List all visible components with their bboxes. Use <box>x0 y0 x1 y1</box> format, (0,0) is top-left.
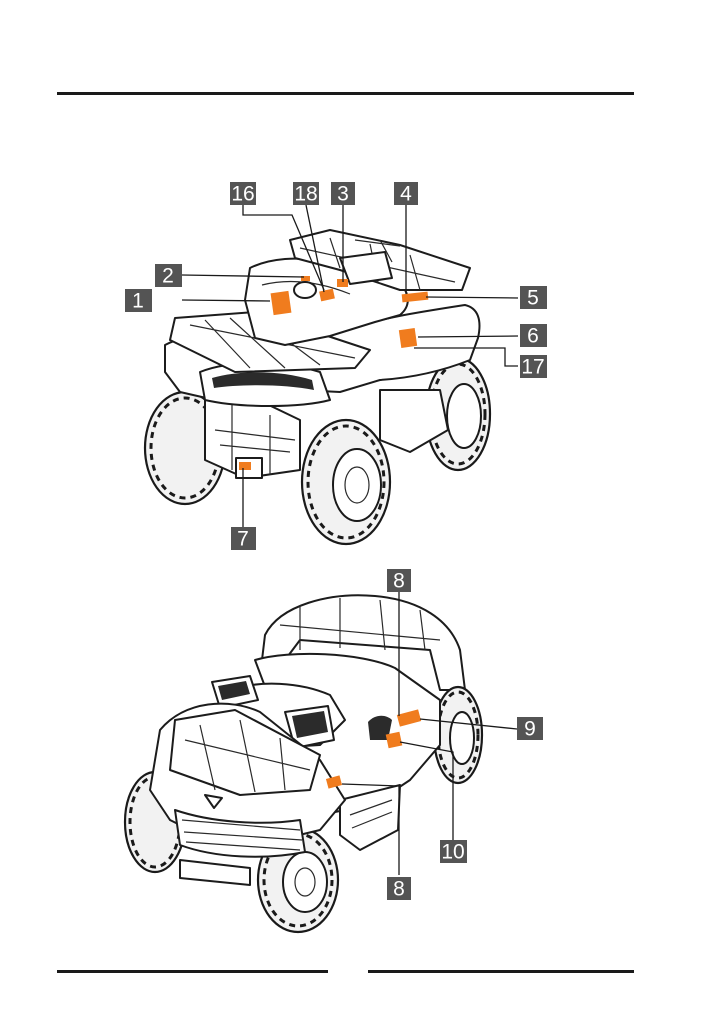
warning-label-6-17 <box>399 328 417 348</box>
callout-8-bottom: 8 <box>387 877 411 901</box>
atv-rear-view-illustration <box>145 230 490 544</box>
warning-label-10 <box>386 732 403 749</box>
svg-text:10: 10 <box>441 841 464 864</box>
svg-text:3: 3 <box>337 183 349 206</box>
svg-text:1: 1 <box>132 290 144 313</box>
fuel-cap <box>294 282 316 298</box>
svg-text:7: 7 <box>237 528 249 551</box>
svg-text:2: 2 <box>162 265 174 288</box>
svg-text:4: 4 <box>400 183 412 206</box>
svg-text:8: 8 <box>393 570 405 593</box>
callout-16: 16 <box>230 182 256 206</box>
callout-2: 2 <box>155 264 182 288</box>
callout-5: 5 <box>520 286 547 310</box>
svg-text:8: 8 <box>393 878 405 901</box>
callout-4: 4 <box>394 182 418 206</box>
svg-text:6: 6 <box>527 325 539 348</box>
callout-1: 1 <box>125 289 152 313</box>
warning-label-7 <box>239 462 251 470</box>
svg-text:18: 18 <box>294 183 317 206</box>
callout-10: 10 <box>440 840 467 864</box>
atv-front-view-illustration <box>125 595 482 932</box>
svg-text:17: 17 <box>521 356 544 379</box>
svg-text:9: 9 <box>524 718 536 741</box>
svg-text:5: 5 <box>527 287 539 310</box>
callout-7: 7 <box>231 527 256 551</box>
callout-9: 9 <box>517 717 543 741</box>
callout-6: 6 <box>520 324 547 348</box>
callout-18: 18 <box>293 182 319 206</box>
front-bumper <box>180 860 250 885</box>
callout-8-top: 8 <box>387 569 411 593</box>
callout-17: 17 <box>520 355 547 379</box>
svg-text:16: 16 <box>231 183 254 206</box>
callout-3: 3 <box>331 182 355 206</box>
rear-right-tire <box>302 420 390 544</box>
warning-label-1 <box>271 291 292 315</box>
rear-right-tire-far <box>434 687 482 783</box>
